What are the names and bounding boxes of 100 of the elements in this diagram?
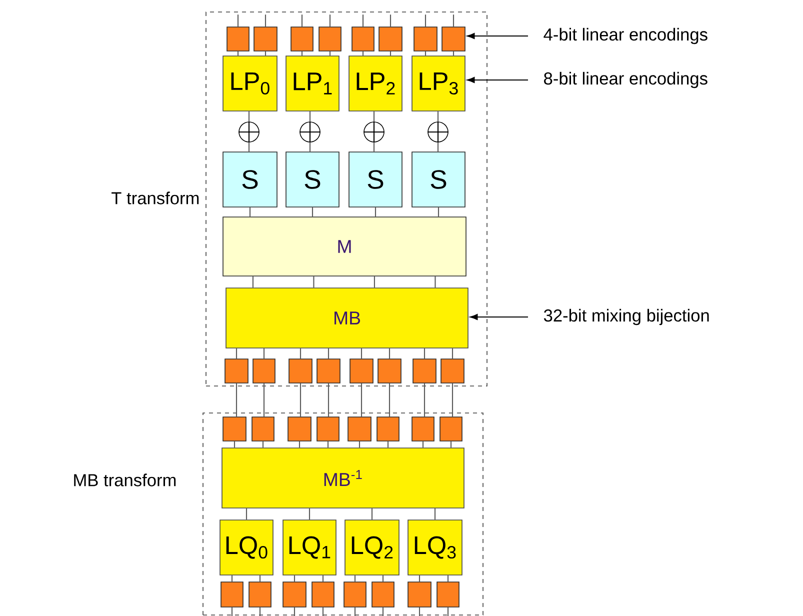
connector-line [237, 51, 239, 56]
block-box: LP$_{1}$ [286, 56, 340, 112]
connector-line [309, 142, 311, 152]
connector-line [259, 575, 261, 582]
connector-line [422, 441, 424, 448]
encoding-box [442, 26, 466, 52]
encoding-box [254, 26, 278, 52]
connector-line [437, 111, 439, 122]
encoding-box [288, 358, 312, 384]
connector-line [312, 207, 314, 217]
encoding-box [376, 416, 400, 442]
encoding-box [378, 26, 402, 52]
encoding-box [348, 416, 372, 442]
connector-line [418, 575, 420, 582]
encoding-box [436, 582, 460, 608]
connector-line [308, 508, 310, 520]
connector-line [388, 348, 390, 359]
block-box: LQ$_{0}$ [220, 520, 274, 576]
connector-line [301, 51, 303, 56]
xor-symbol [299, 121, 321, 143]
connector-line [328, 383, 330, 417]
encoding-box [440, 416, 462, 442]
block-box: LP$_{2}$ [348, 56, 402, 112]
encoding-box [252, 416, 274, 442]
encoding-box [408, 582, 432, 608]
connector-line [301, 14, 303, 27]
encoding-box [412, 358, 436, 384]
connector-line [246, 508, 248, 520]
block-box: LP$_{0}$ [222, 56, 278, 112]
encoding-box [288, 416, 312, 442]
callout-label: 8-bit linear encodings [544, 72, 708, 88]
connector-line [388, 383, 390, 417]
encoding-box [248, 582, 272, 608]
connector-line [358, 441, 360, 448]
encoding-box [316, 416, 340, 442]
block-box: LQ$_{3}$ [408, 520, 462, 576]
connector-line [300, 383, 302, 417]
s-box: S [222, 152, 278, 208]
block-box: LQ$_{2}$ [344, 520, 400, 576]
connector-line [263, 383, 265, 417]
connector-line [424, 14, 426, 27]
xor-symbol [363, 121, 385, 143]
connector-line [322, 575, 324, 582]
connector-line [236, 348, 238, 359]
encoding-box [440, 358, 464, 384]
connector-line [264, 51, 266, 56]
connector-line [234, 441, 236, 448]
encoding-box [350, 358, 374, 384]
callout-label: 4-bit linear encodings [544, 28, 708, 44]
connector-line [252, 276, 254, 288]
encoding-box [412, 416, 434, 442]
connector-line [360, 383, 362, 417]
connector-line [373, 142, 375, 152]
connector-line [236, 383, 238, 417]
encoding-box [312, 582, 334, 608]
xor-symbol [427, 121, 449, 143]
xor-symbol [238, 121, 260, 143]
connector-line [360, 348, 362, 359]
connector-line [371, 508, 373, 520]
encoding-box [220, 582, 244, 608]
encoding-box [282, 582, 306, 608]
connector-line [322, 607, 324, 616]
connector-line [452, 348, 454, 359]
connector-line [418, 607, 420, 616]
connector-line [452, 51, 454, 56]
s-box: S [348, 152, 402, 208]
frame-title: MB transform [74, 474, 176, 486]
s-box: S [286, 152, 340, 208]
connector-line [309, 111, 311, 122]
connector-line [447, 607, 449, 616]
encoding-box [378, 358, 402, 384]
connector-line [327, 441, 329, 448]
connector-line [328, 348, 330, 359]
encoding-box [372, 582, 394, 608]
encoding-box [252, 358, 276, 384]
frame-title: T transform [112, 192, 199, 204]
mixing-box: MB [226, 288, 468, 348]
connector-line [437, 142, 439, 152]
connector-line [424, 383, 426, 417]
connector-line [382, 575, 384, 582]
encoding-box [352, 26, 374, 52]
connector-line [237, 14, 239, 27]
encoding-box [414, 26, 438, 52]
block-box: LQ$_{1}$ [282, 520, 336, 576]
connector-line [231, 607, 233, 616]
connector-line [354, 607, 356, 616]
connector-line [438, 207, 440, 217]
connector-line [434, 276, 436, 288]
s-box: S [412, 152, 466, 208]
connector-line [452, 383, 454, 417]
connector-line [374, 207, 376, 217]
connector-line [249, 207, 251, 217]
connector-line [447, 575, 449, 582]
arrow [466, 32, 528, 39]
connector-line [300, 348, 302, 359]
connector-line [263, 348, 265, 359]
connector-line [382, 607, 384, 616]
encoding-box [290, 26, 314, 52]
connector-line [362, 14, 364, 27]
connector-line [424, 51, 426, 56]
